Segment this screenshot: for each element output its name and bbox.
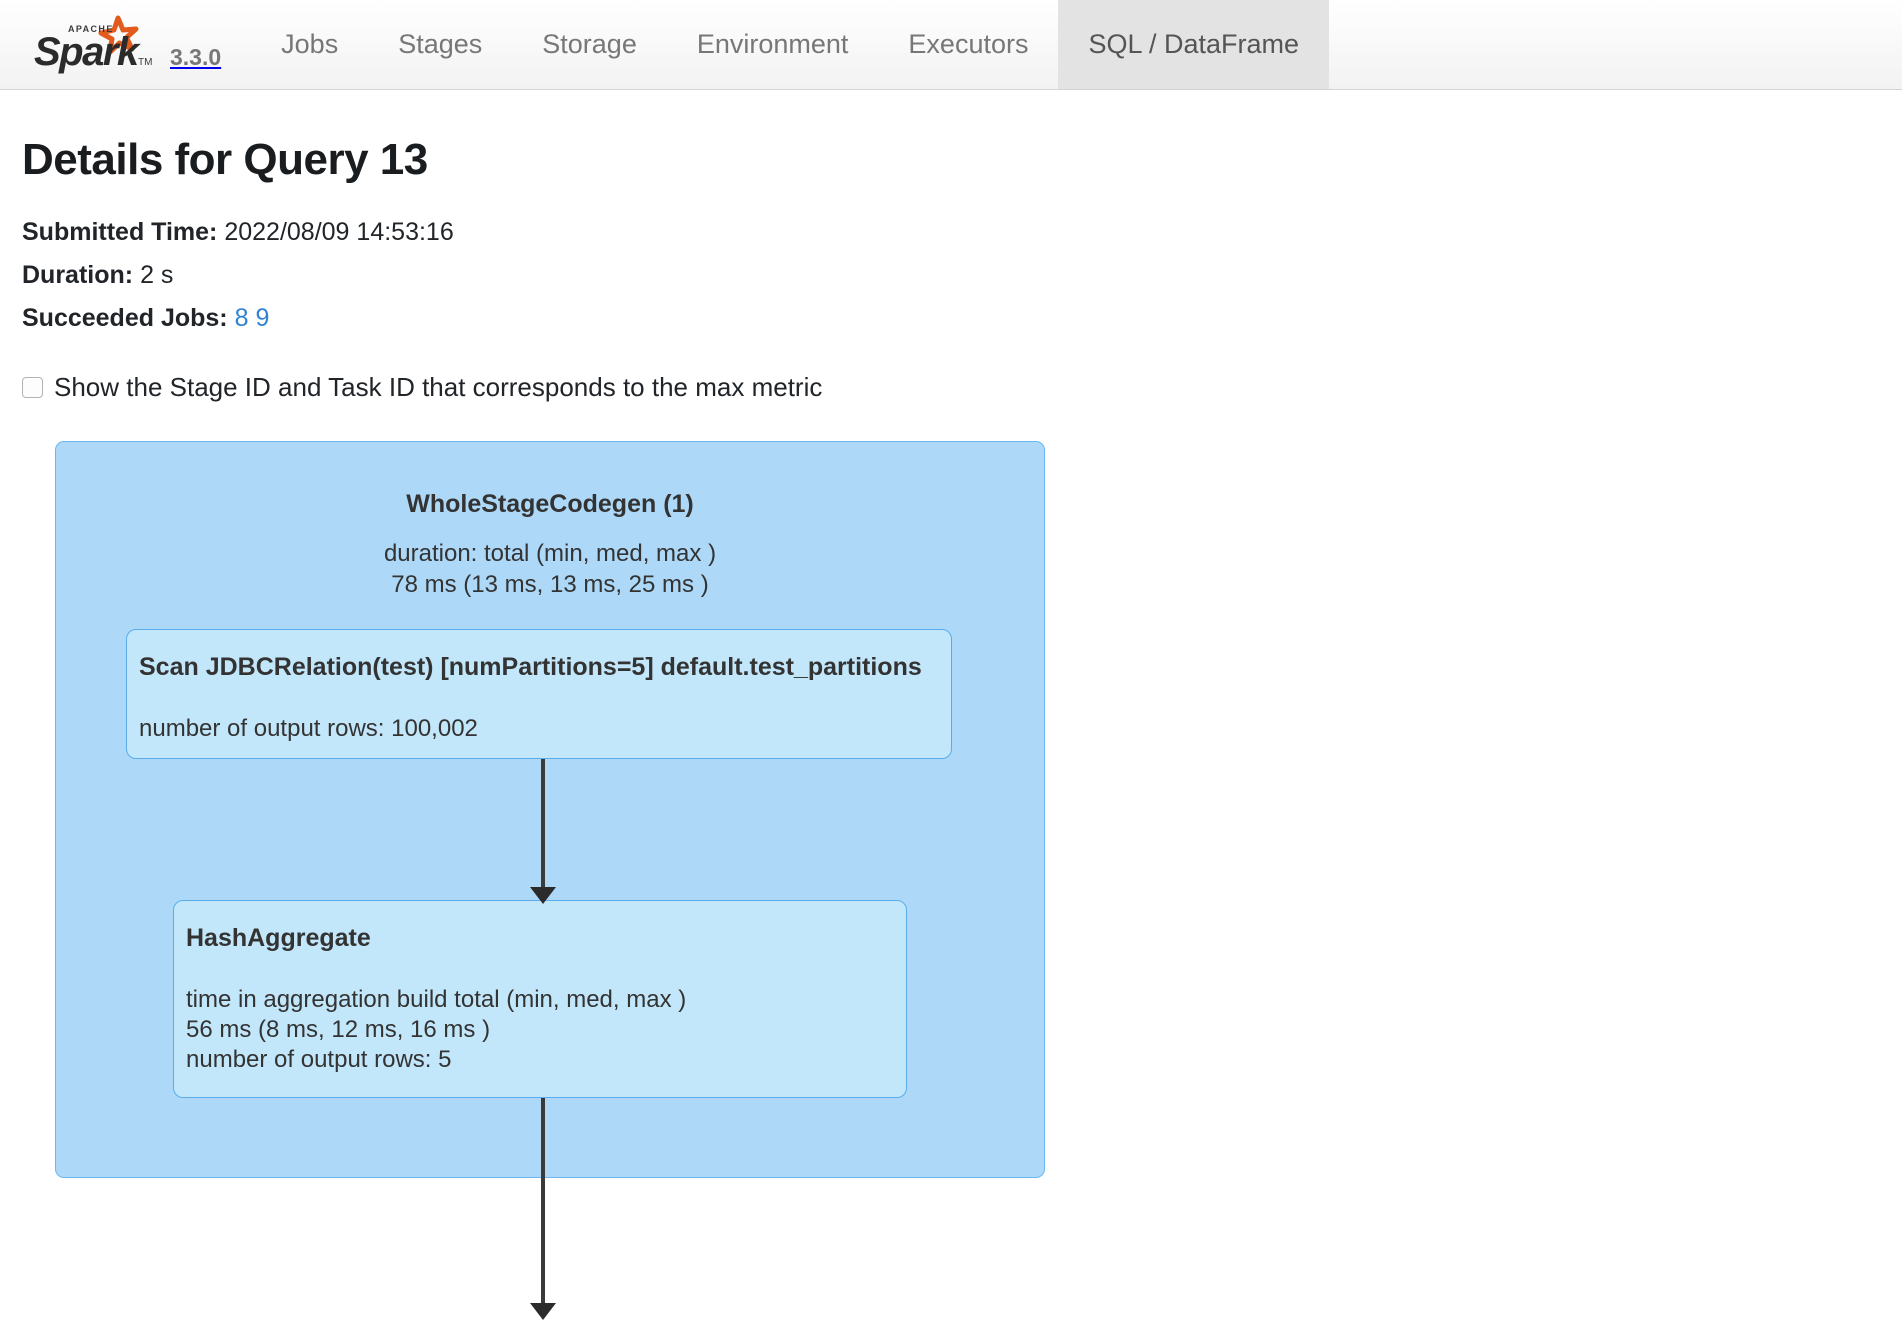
duration-row: Duration: 2 s: [22, 254, 1880, 297]
spark-version-label: 3.3.0: [170, 44, 222, 70]
succeeded-jobs-row: Succeeded Jobs: 8 9: [22, 297, 1880, 340]
succeeded-jobs-label: Succeeded Jobs:: [22, 304, 228, 332]
succeeded-job-link-8[interactable]: 8: [234, 304, 249, 332]
plan-node-hashaggregate-title: HashAggregate: [186, 924, 371, 952]
plan-cluster-title: WholeStageCodegen (1): [406, 490, 694, 518]
svg-text:TM: TM: [138, 57, 152, 68]
duration-value: 2 s: [140, 261, 174, 289]
apache-spark-logo-icon: APACHE Spark TM: [22, 15, 158, 77]
submitted-time-row: Submitted Time: 2022/08/09 14:53:16: [22, 211, 1880, 254]
plan-cluster-metrics: duration: total (min, med, max ) 78 ms (…: [383, 540, 717, 598]
plan-node-scan-jdbcrelation[interactable]: Scan JDBCRelation(test) [numPartitions=5…: [126, 629, 952, 759]
nav-tab-jobs[interactable]: Jobs: [281, 28, 339, 59]
svg-text:APACHE: APACHE: [68, 24, 114, 34]
query-meta-block: Submitted Time: 2022/08/09 14:53:16 Dura…: [22, 211, 1880, 340]
nav-tab-sql-dataframe[interactable]: SQL / DataFrame: [1058, 0, 1330, 89]
plan-node-hashaggregate[interactable]: HashAggregate time in aggregation build …: [173, 900, 907, 1098]
show-stage-task-id-row[interactable]: Show the Stage ID and Task ID that corre…: [22, 372, 1880, 403]
sql-plan-graph: WholeStageCodegen (1) duration: total (m…: [22, 441, 1882, 1321]
page-content: Details for Query 13 Submitted Time: 202…: [0, 135, 1902, 1321]
show-stage-task-id-checkbox[interactable]: [22, 377, 43, 398]
submitted-time-label: Submitted Time:: [22, 218, 218, 246]
svg-text:Spark: Spark: [34, 30, 141, 74]
page-title: Details for Query 13: [22, 135, 428, 184]
nav-tabs: Jobs Stages Storage Environment Executor…: [251, 0, 1330, 89]
plan-node-scan-title: Scan JDBCRelation(test) [numPartitions=5…: [139, 653, 922, 681]
succeeded-job-link-9[interactable]: 9: [255, 304, 270, 332]
spark-logo-link[interactable]: APACHE Spark TM 3.3.0: [0, 0, 221, 89]
nav-tab-stages[interactable]: Stages: [398, 28, 483, 59]
nav-tab-environment[interactable]: Environment: [696, 28, 849, 59]
submitted-time-value: 2022/08/09 14:53:16: [224, 218, 454, 246]
nav-tab-executors[interactable]: Executors: [908, 28, 1029, 59]
show-stage-task-id-label: Show the Stage ID and Task ID that corre…: [54, 372, 823, 402]
plan-node-scan-metrics: number of output rows: 100,002: [139, 715, 478, 742]
nav-tab-storage[interactable]: Storage: [542, 28, 637, 59]
top-navbar: APACHE Spark TM 3.3.0 Jobs Stages Storag…: [0, 0, 1902, 90]
duration-label: Duration:: [22, 261, 134, 289]
plan-node-hashaggregate-metrics: time in aggregation build total (min, me…: [186, 986, 687, 1073]
